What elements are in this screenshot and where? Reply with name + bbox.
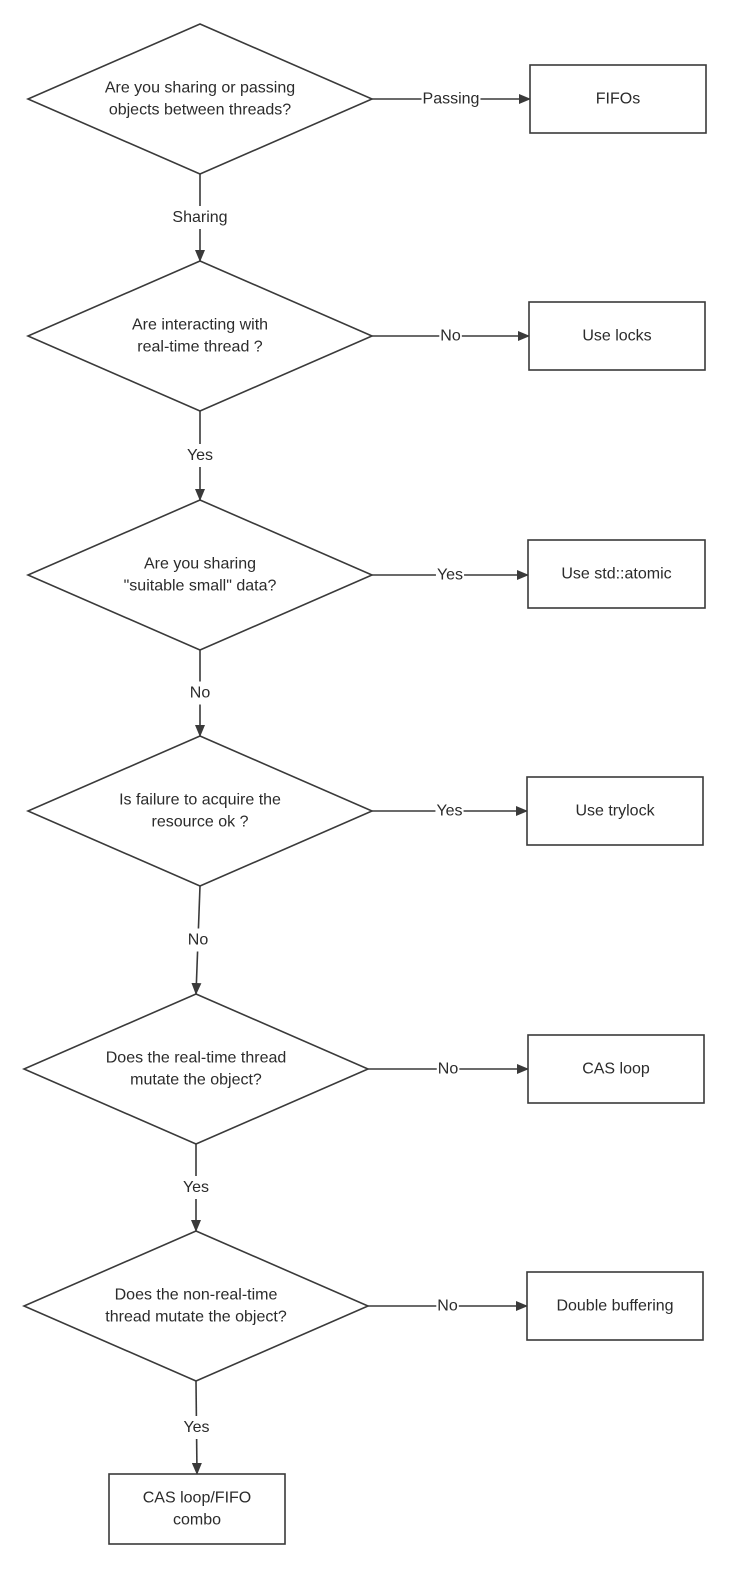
edge-label-q1-fifos: Passing: [421, 89, 481, 109]
edge-label-text: No: [440, 328, 461, 345]
decision-q3-text-line-1: Are you sharing: [144, 556, 256, 573]
edge-label-text: Sharing: [172, 209, 227, 226]
edge-label-text: Passing: [423, 91, 480, 108]
edge-label-bg: [183, 444, 217, 467]
decision-diamond: [21, 993, 371, 1145]
decision-q6-text-line-1: Does the non-real-time: [115, 1287, 278, 1304]
decision-diamond: [25, 735, 375, 887]
decision-q2: Are interacting with real-time thread ?: [25, 260, 375, 412]
outcome-cas-loop-fifo-combo-text-line-1: CAS loop/FIFO: [143, 1490, 251, 1507]
decision-q5: Does the real-time thread mutate the obje…: [21, 993, 371, 1145]
edge-label-text: Yes: [183, 1419, 209, 1436]
edge-label-q3-q4: No: [186, 681, 214, 705]
edge-label-q2-use-locks: No: [439, 326, 462, 346]
edge-label-q3-use-std-atomic: Yes: [435, 565, 465, 585]
decision-q1-text-line-2: objects between threads?: [109, 102, 291, 119]
outcome-box: [527, 1034, 705, 1104]
decision-q2-text-line-1: Are interacting with: [132, 317, 268, 334]
decision-q4: Is failure to acquire the resource ok ?: [25, 735, 375, 887]
outcome-use-trylock: Use trylock: [526, 776, 704, 846]
decision-q2-text-line-2: real-time thread ?: [137, 339, 262, 356]
edge-label-bg: [179, 1176, 213, 1199]
edge-label-bg: [186, 681, 214, 705]
edge-label-text: No: [190, 685, 211, 702]
edge-label-bg: [435, 801, 464, 821]
edge-label-q1-q2: Sharing: [169, 206, 231, 229]
outcome-cas-loop-fifo-combo-text-line-2: combo: [173, 1512, 221, 1529]
edge-label-q4-use-trylock: Yes: [435, 801, 464, 821]
edge-label-bg: [184, 928, 212, 952]
outcome-box: [526, 776, 704, 846]
outcome-use-std-atomic: Use std::atomic: [527, 539, 706, 609]
outcome-use-locks-text-line-1: Use locks: [582, 328, 651, 345]
outcome-use-trylock-text-line-1: Use trylock: [575, 803, 655, 820]
outcome-box: [528, 301, 706, 371]
edge-label-text: No: [437, 1298, 458, 1315]
edge-label-bg: [439, 326, 462, 346]
edge-label-text: Yes: [183, 1179, 209, 1196]
edge-label-q5-q6: Yes: [179, 1176, 213, 1199]
outcome-use-std-atomic-text-line-1: Use std::atomic: [561, 566, 671, 583]
outcome-fifos-text-line-1: FIFOs: [596, 91, 640, 108]
decision-diamond: [25, 499, 375, 651]
edge-label-q4-q5: No: [184, 928, 212, 952]
decision-q5-text-line-2: mutate the object?: [130, 1072, 262, 1089]
decision-q6-text-line-2: thread mutate the object?: [105, 1309, 287, 1326]
edge-label-text: Yes: [437, 567, 463, 584]
edge-label-bg: [435, 565, 465, 585]
outcome-double-buffering: Double buffering: [526, 1271, 704, 1341]
edge-label-text: No: [438, 1061, 459, 1078]
decision-diamond: [21, 1230, 371, 1382]
outcome-box: [108, 1473, 286, 1545]
decision-q4-text-line-2: resource ok ?: [152, 814, 249, 831]
edge-label-q2-q3: Yes: [183, 444, 217, 467]
outcome-cas-loop-fifo-combo: CAS loop/FIFO combo: [108, 1473, 286, 1545]
edge-label-text: Yes: [187, 447, 213, 464]
edge-label-bg: [421, 89, 481, 109]
outcome-box: [526, 1271, 704, 1341]
decision-q4-text-line-1: Is failure to acquire the: [119, 792, 281, 809]
outcome-fifos: FIFOs: [529, 64, 707, 134]
outcome-box: [527, 539, 706, 609]
outcome-box: [529, 64, 707, 134]
edge-label-text: No: [188, 932, 209, 949]
decision-q5-text-line-1: Does the real-time thread: [106, 1050, 287, 1067]
outcome-double-buffering-text-line-1: Double buffering: [556, 1298, 673, 1315]
decision-diamond: [25, 260, 375, 412]
edge-label-bg: [436, 1059, 460, 1079]
edge-label-bg: [180, 1416, 213, 1439]
edge-label-bg: [169, 206, 231, 229]
edge-label-q5-cas-loop: No: [436, 1059, 460, 1079]
edge-label-q6-double-buffering: No: [436, 1296, 459, 1316]
decision-q1: Are you sharing or passing objects betwee…: [25, 23, 375, 175]
decision-q1-text-line-1: Are you sharing or passing: [105, 80, 295, 97]
decision-diamond: [25, 23, 375, 175]
edge-label-q6-cas-loop-fifo-combo: Yes: [180, 1416, 213, 1439]
outcome-use-locks: Use locks: [528, 301, 706, 371]
edge-label-text: Yes: [436, 803, 462, 820]
outcome-cas-loop-text-line-1: CAS loop: [582, 1061, 650, 1078]
outcome-cas-loop: CAS loop: [527, 1034, 705, 1104]
edge-label-bg: [436, 1296, 459, 1316]
decision-q3: Are you sharing "suitable small" data?: [25, 499, 375, 651]
decision-q3-text-line-2: "suitable small" data?: [124, 578, 277, 595]
decision-q6: Does the non-real-time thread mutate the …: [21, 1230, 371, 1382]
